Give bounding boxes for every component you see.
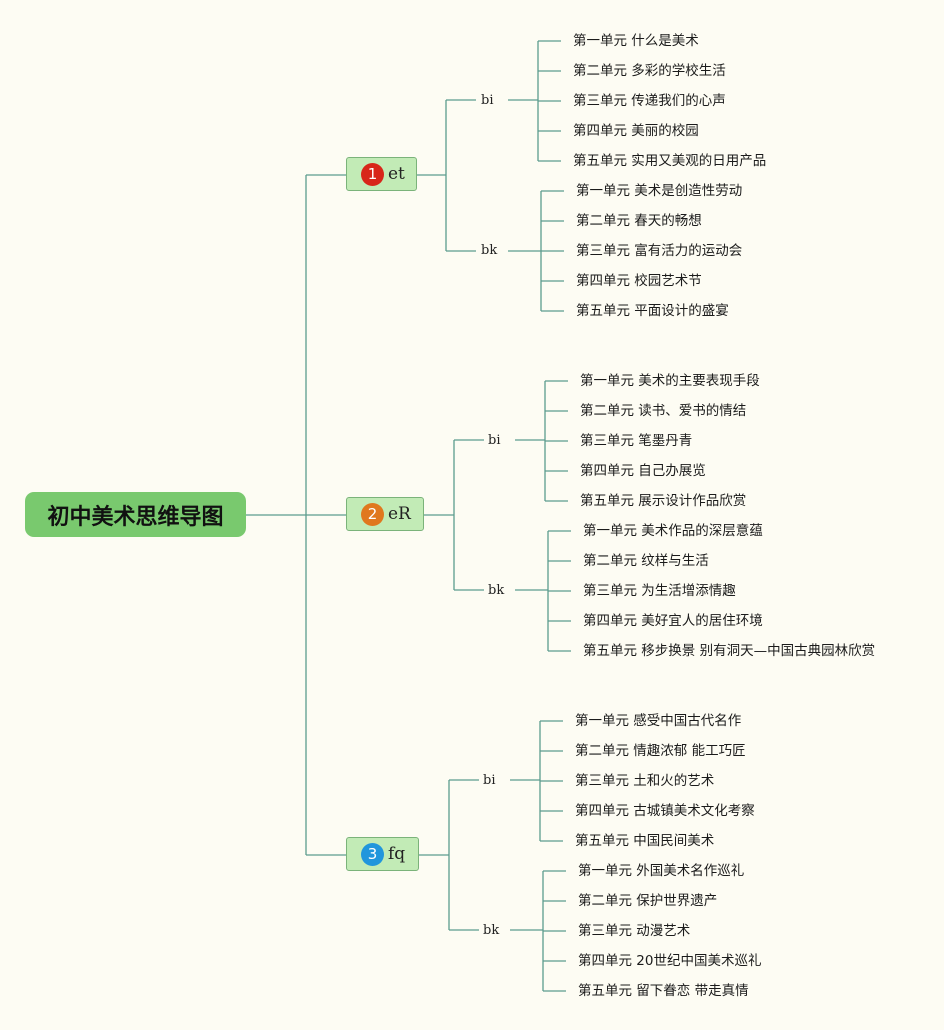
leaf-2-bk-1[interactable]: 第一单元 美术作品的深层意蕴 [583, 523, 763, 539]
leaf-2-bk-4[interactable]: 第四单元 美好宜人的居住环境 [583, 613, 763, 629]
leaf-1-bk-5[interactable]: 第五单元 平面设计的盛宴 [576, 303, 729, 319]
group-node-2-bi[interactable]: bi [488, 433, 501, 448]
leaf-1-bi-3[interactable]: 第三单元 传递我们的心声 [573, 93, 726, 109]
leaf-3-bk-4[interactable]: 第四单元 20世纪中国美术巡礼 [578, 953, 762, 969]
leaf-1-bi-1[interactable]: 第一单元 什么是美术 [573, 33, 699, 49]
group-node-3-bk[interactable]: bk [483, 923, 500, 938]
leaf-3-bi-4[interactable]: 第四单元 古城镇美术文化考察 [575, 803, 755, 819]
group-node-1-bi[interactable]: bi [481, 93, 494, 108]
leaf-1-bi-5[interactable]: 第五单元 实用又美观的日用产品 [573, 153, 767, 169]
branch-node-2[interactable]: 2 eR [346, 497, 424, 531]
leaf-3-bi-1[interactable]: 第一单元 感受中国古代名作 [575, 713, 742, 729]
leaf-2-bi-1[interactable]: 第一单元 美术的主要表现手段 [580, 373, 760, 389]
badge-2: 2 [361, 502, 384, 526]
leaf-2-bi-5[interactable]: 第五单元 展示设计作品欣赏 [580, 493, 747, 509]
leaf-1-bk-3[interactable]: 第三单元 富有活力的运动会 [576, 243, 743, 259]
leaf-3-bk-1[interactable]: 第一单元 外国美术名作巡礼 [578, 863, 745, 879]
leaf-1-bi-4[interactable]: 第四单元 美丽的校园 [573, 123, 699, 139]
leaf-3-bk-3[interactable]: 第三单元 动漫艺术 [578, 923, 691, 939]
badge-3: 3 [361, 842, 384, 866]
leaf-1-bk-1[interactable]: 第一单元 美术是创造性劳动 [576, 183, 743, 199]
leaf-3-bi-5[interactable]: 第五单元 中国民间美术 [575, 833, 715, 849]
group-node-2-bk[interactable]: bk [488, 583, 505, 598]
leaf-2-bk-3[interactable]: 第三单元 为生活增添情趣 [583, 583, 736, 599]
branch-label: fq [388, 844, 406, 864]
leaf-3-bi-3[interactable]: 第三单元 土和火的艺术 [575, 773, 715, 789]
leaf-3-bk-5[interactable]: 第五单元 留下眷恋 带走真情 [578, 983, 749, 999]
leaf-1-bk-2[interactable]: 第二单元 春天的畅想 [576, 213, 702, 229]
branch-node-3[interactable]: 3 fq [346, 837, 419, 871]
leaf-1-bi-2[interactable]: 第二单元 多彩的学校生活 [573, 63, 726, 79]
root-node[interactable]: 初中美术思维导图 [25, 492, 246, 537]
leaf-2-bi-3[interactable]: 第三单元 笔墨丹青 [580, 433, 693, 449]
branch-label: et [388, 164, 405, 184]
leaf-3-bk-2[interactable]: 第二单元 保护世界遗产 [578, 893, 718, 909]
root-label: 初中美术思维导图 [47, 504, 224, 530]
leaf-2-bi-2[interactable]: 第二单元 读书、爱书的情结 [580, 403, 747, 419]
branch-node-1[interactable]: 1 et [346, 157, 417, 191]
leaf-3-bi-2[interactable]: 第二单元 情趣浓郁 能工巧匠 [575, 743, 746, 759]
leaf-2-bk-5[interactable]: 第五单元 移步换景 别有洞天—中国古典园林欣赏 [583, 643, 876, 659]
leaf-2-bi-4[interactable]: 第四单元 自己办展览 [580, 463, 706, 479]
group-node-3-bi[interactable]: bi [483, 773, 496, 788]
group-node-1-bk[interactable]: bk [481, 243, 498, 258]
badge-1: 1 [361, 162, 384, 186]
leaf-1-bk-4[interactable]: 第四单元 校园艺术节 [576, 273, 702, 289]
leaf-2-bk-2[interactable]: 第二单元 纹样与生活 [583, 553, 709, 569]
branch-label: eR [388, 504, 411, 524]
